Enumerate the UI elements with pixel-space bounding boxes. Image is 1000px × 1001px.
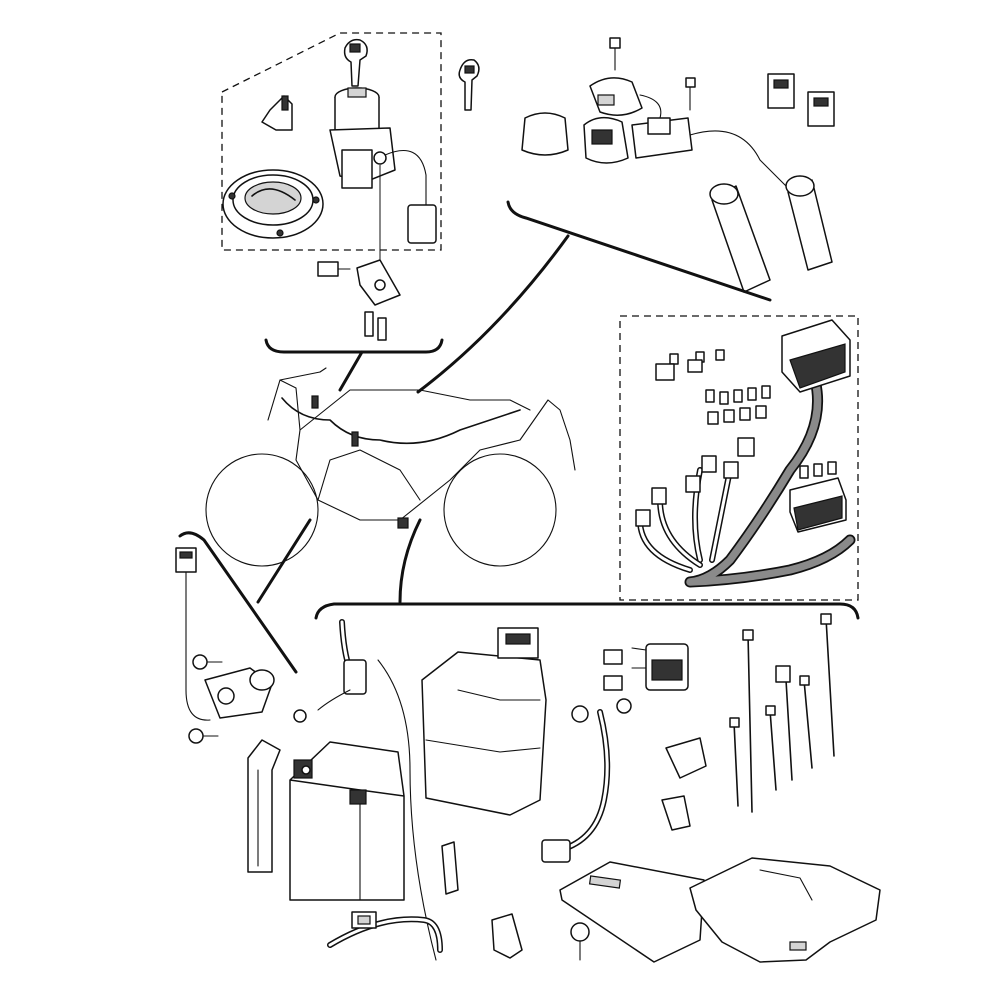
starter-relay: [603, 643, 689, 691]
right-handle-grip: [785, 175, 833, 271]
handlebar-switch-group: [506, 37, 835, 302]
band-clamp-icon: [491, 913, 523, 959]
screw-icon: [685, 77, 696, 111]
wire-harness-group: [619, 315, 859, 601]
main-switch-group-frame: [221, 32, 442, 251]
rear-wheel: [443, 453, 557, 567]
relay-icon: [807, 91, 835, 127]
front-wheel: [205, 453, 319, 567]
ground-connector-icon: [351, 911, 377, 929]
battery-group: [247, 602, 881, 963]
sidestand-callout-bracket: [178, 531, 298, 674]
sidestand-switch-group: [175, 531, 298, 744]
main-switch-callout-bracket: [264, 338, 444, 354]
switch-connector-icon: [175, 547, 197, 573]
handlebar-callout-bracket: [506, 200, 772, 302]
battery-band: [247, 739, 281, 873]
motorcycle-wiring-route: [281, 397, 521, 445]
battery-callout-bracket: [314, 602, 860, 620]
battery-cover: [421, 651, 547, 816]
harness-location-marker: [351, 431, 359, 447]
fuse-box-icon: [781, 319, 851, 393]
fuel-tank-cap: [222, 169, 324, 239]
callout-leaders: [256, 234, 570, 604]
fuse-box-icon: [789, 477, 847, 533]
motorcycle-outline: [205, 367, 576, 567]
main-switch-group: [221, 32, 480, 354]
starter-lead: [557, 709, 611, 853]
main-switch-connector: [407, 204, 437, 244]
lead-terminal-icon: [541, 839, 571, 863]
right-handlebar-switch: [583, 116, 693, 164]
screw-icon: [609, 37, 621, 71]
sidestand-switch-lead: [185, 571, 211, 721]
sidestand-switch: [204, 667, 275, 719]
fuse-set-icon: [655, 349, 837, 479]
cable-clamp-icon: [441, 841, 459, 895]
harness-location-marker: [311, 395, 319, 409]
wire-harness-group-frame: [619, 315, 859, 601]
bolt-icon: [571, 698, 632, 723]
relay-icon: [497, 627, 539, 659]
main-switch-cylinder: [329, 87, 427, 206]
bolt-icon: [364, 311, 387, 341]
relay-icon: [767, 73, 795, 109]
left-handlebar-switch: [521, 77, 662, 156]
battery-tray-plate: [559, 861, 705, 963]
bolt-icon: [188, 654, 223, 744]
band-clamp-icon: [570, 922, 590, 961]
switch-bracket: [356, 259, 401, 306]
cable-tie-set-icon: [729, 613, 835, 813]
battery: [289, 741, 405, 901]
harness-connector-icon: [635, 437, 755, 527]
lead-terminal-icon: [293, 659, 367, 723]
screw-icon: [317, 261, 351, 277]
holder-clip-icon: [661, 737, 707, 831]
ignition-key-icon: [343, 38, 368, 87]
harness-location-marker: [397, 517, 409, 529]
left-handle-grip: [709, 183, 771, 293]
battery-box-plate: [689, 857, 881, 963]
throttle-cable: [689, 130, 791, 191]
lock-tab-icon: [261, 95, 293, 131]
spare-key-icon: [458, 58, 480, 111]
negative-lead-wire: [377, 659, 437, 961]
